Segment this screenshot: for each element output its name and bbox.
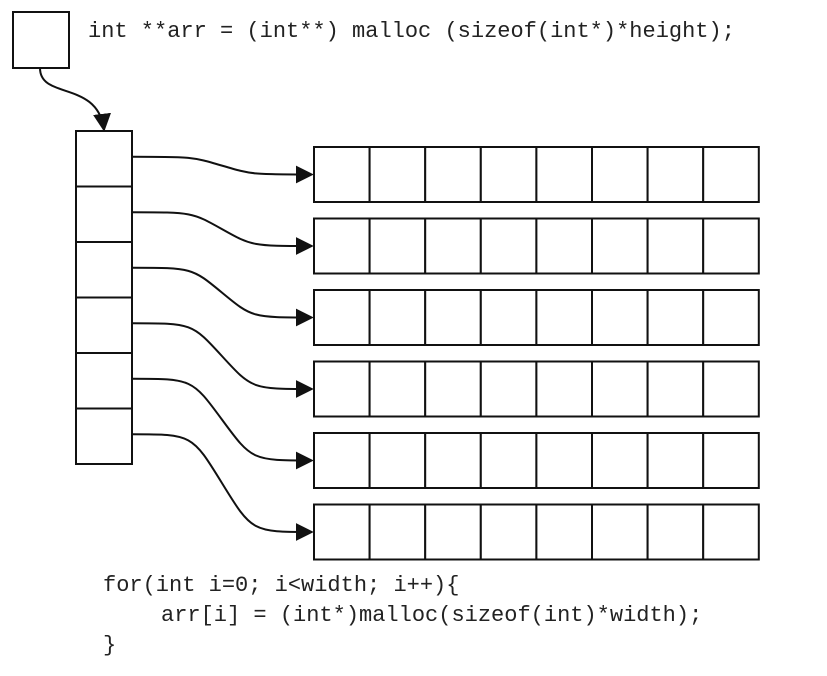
int-cell	[535, 360, 594, 418]
int-cell	[702, 146, 760, 203]
int-cell	[479, 503, 538, 561]
int-cell	[702, 432, 760, 489]
int-cell	[702, 503, 760, 561]
int-cell	[313, 289, 371, 346]
pointer-array	[75, 130, 133, 465]
int-row-array	[313, 360, 760, 418]
row-pointer-arrow	[131, 377, 314, 470]
int-cell	[368, 217, 427, 275]
int-cell	[591, 432, 649, 489]
int-cell	[702, 217, 760, 275]
int-cell	[535, 146, 594, 203]
int-cell	[479, 289, 538, 346]
arr-to-array-arrow	[39, 67, 111, 132]
declaration-code: int **arr = (int**) malloc (sizeof(int*)…	[88, 19, 735, 44]
int-row-array	[313, 289, 760, 346]
int-cell	[479, 146, 538, 203]
int-cell	[646, 360, 705, 418]
int-cell	[368, 432, 427, 489]
row-pointer-arrow	[131, 211, 314, 255]
int-cell	[646, 146, 705, 203]
for-loop-body: arr[i] = (int*)malloc(sizeof(int)*width)…	[161, 603, 703, 628]
int-cell	[535, 289, 594, 346]
pointer-array-cell	[75, 130, 133, 188]
pointer-array-cell	[75, 185, 133, 243]
int-cell	[424, 503, 482, 561]
int-cell	[591, 503, 649, 561]
int-cell	[424, 432, 482, 489]
int-row-array	[313, 503, 760, 561]
row-pointer-arrow	[131, 266, 314, 327]
int-cell	[535, 503, 594, 561]
int-cell	[479, 217, 538, 275]
int-cell	[646, 503, 705, 561]
pointer-array-cell	[75, 241, 133, 299]
int-row-array	[313, 146, 760, 203]
int-cell	[591, 146, 649, 203]
int-cell	[591, 360, 649, 418]
int-cell	[368, 360, 427, 418]
int-cell	[368, 289, 427, 346]
for-loop-close: }	[103, 633, 117, 658]
int-row-array	[313, 432, 760, 489]
int-cell	[646, 289, 705, 346]
int-cell	[313, 217, 371, 275]
int-cell	[313, 503, 371, 561]
int-cell	[702, 360, 760, 418]
int-cell	[646, 217, 705, 275]
int-cell	[702, 289, 760, 346]
int-cell	[424, 289, 482, 346]
int-cell	[591, 289, 649, 346]
for-loop-header: for(int i=0; i<width; i++){	[103, 573, 460, 598]
int-cell	[479, 432, 538, 489]
int-cell	[424, 217, 482, 275]
pointer-array-cell	[75, 352, 133, 410]
row-pointer-arrow	[131, 322, 314, 398]
int-cell	[368, 146, 427, 203]
row-pointer-arrows	[131, 155, 314, 541]
row-pointer-arrow	[131, 155, 314, 184]
row-pointer-arrow	[131, 433, 314, 541]
int-cell	[535, 217, 594, 275]
int-cell	[368, 503, 427, 561]
int-row-array	[313, 217, 760, 275]
pointer-array-cell	[75, 296, 133, 354]
int-cell	[535, 432, 594, 489]
pointer-array-cell	[75, 407, 133, 465]
int-cell	[313, 146, 371, 203]
int-cell	[591, 217, 649, 275]
int-cell	[313, 432, 371, 489]
int-cell	[313, 360, 371, 418]
int-cell	[424, 146, 482, 203]
arr-pointer-box	[12, 11, 70, 69]
int-cell	[479, 360, 538, 418]
int-row-arrays	[313, 146, 760, 561]
int-cell	[646, 432, 705, 489]
int-cell	[424, 360, 482, 418]
